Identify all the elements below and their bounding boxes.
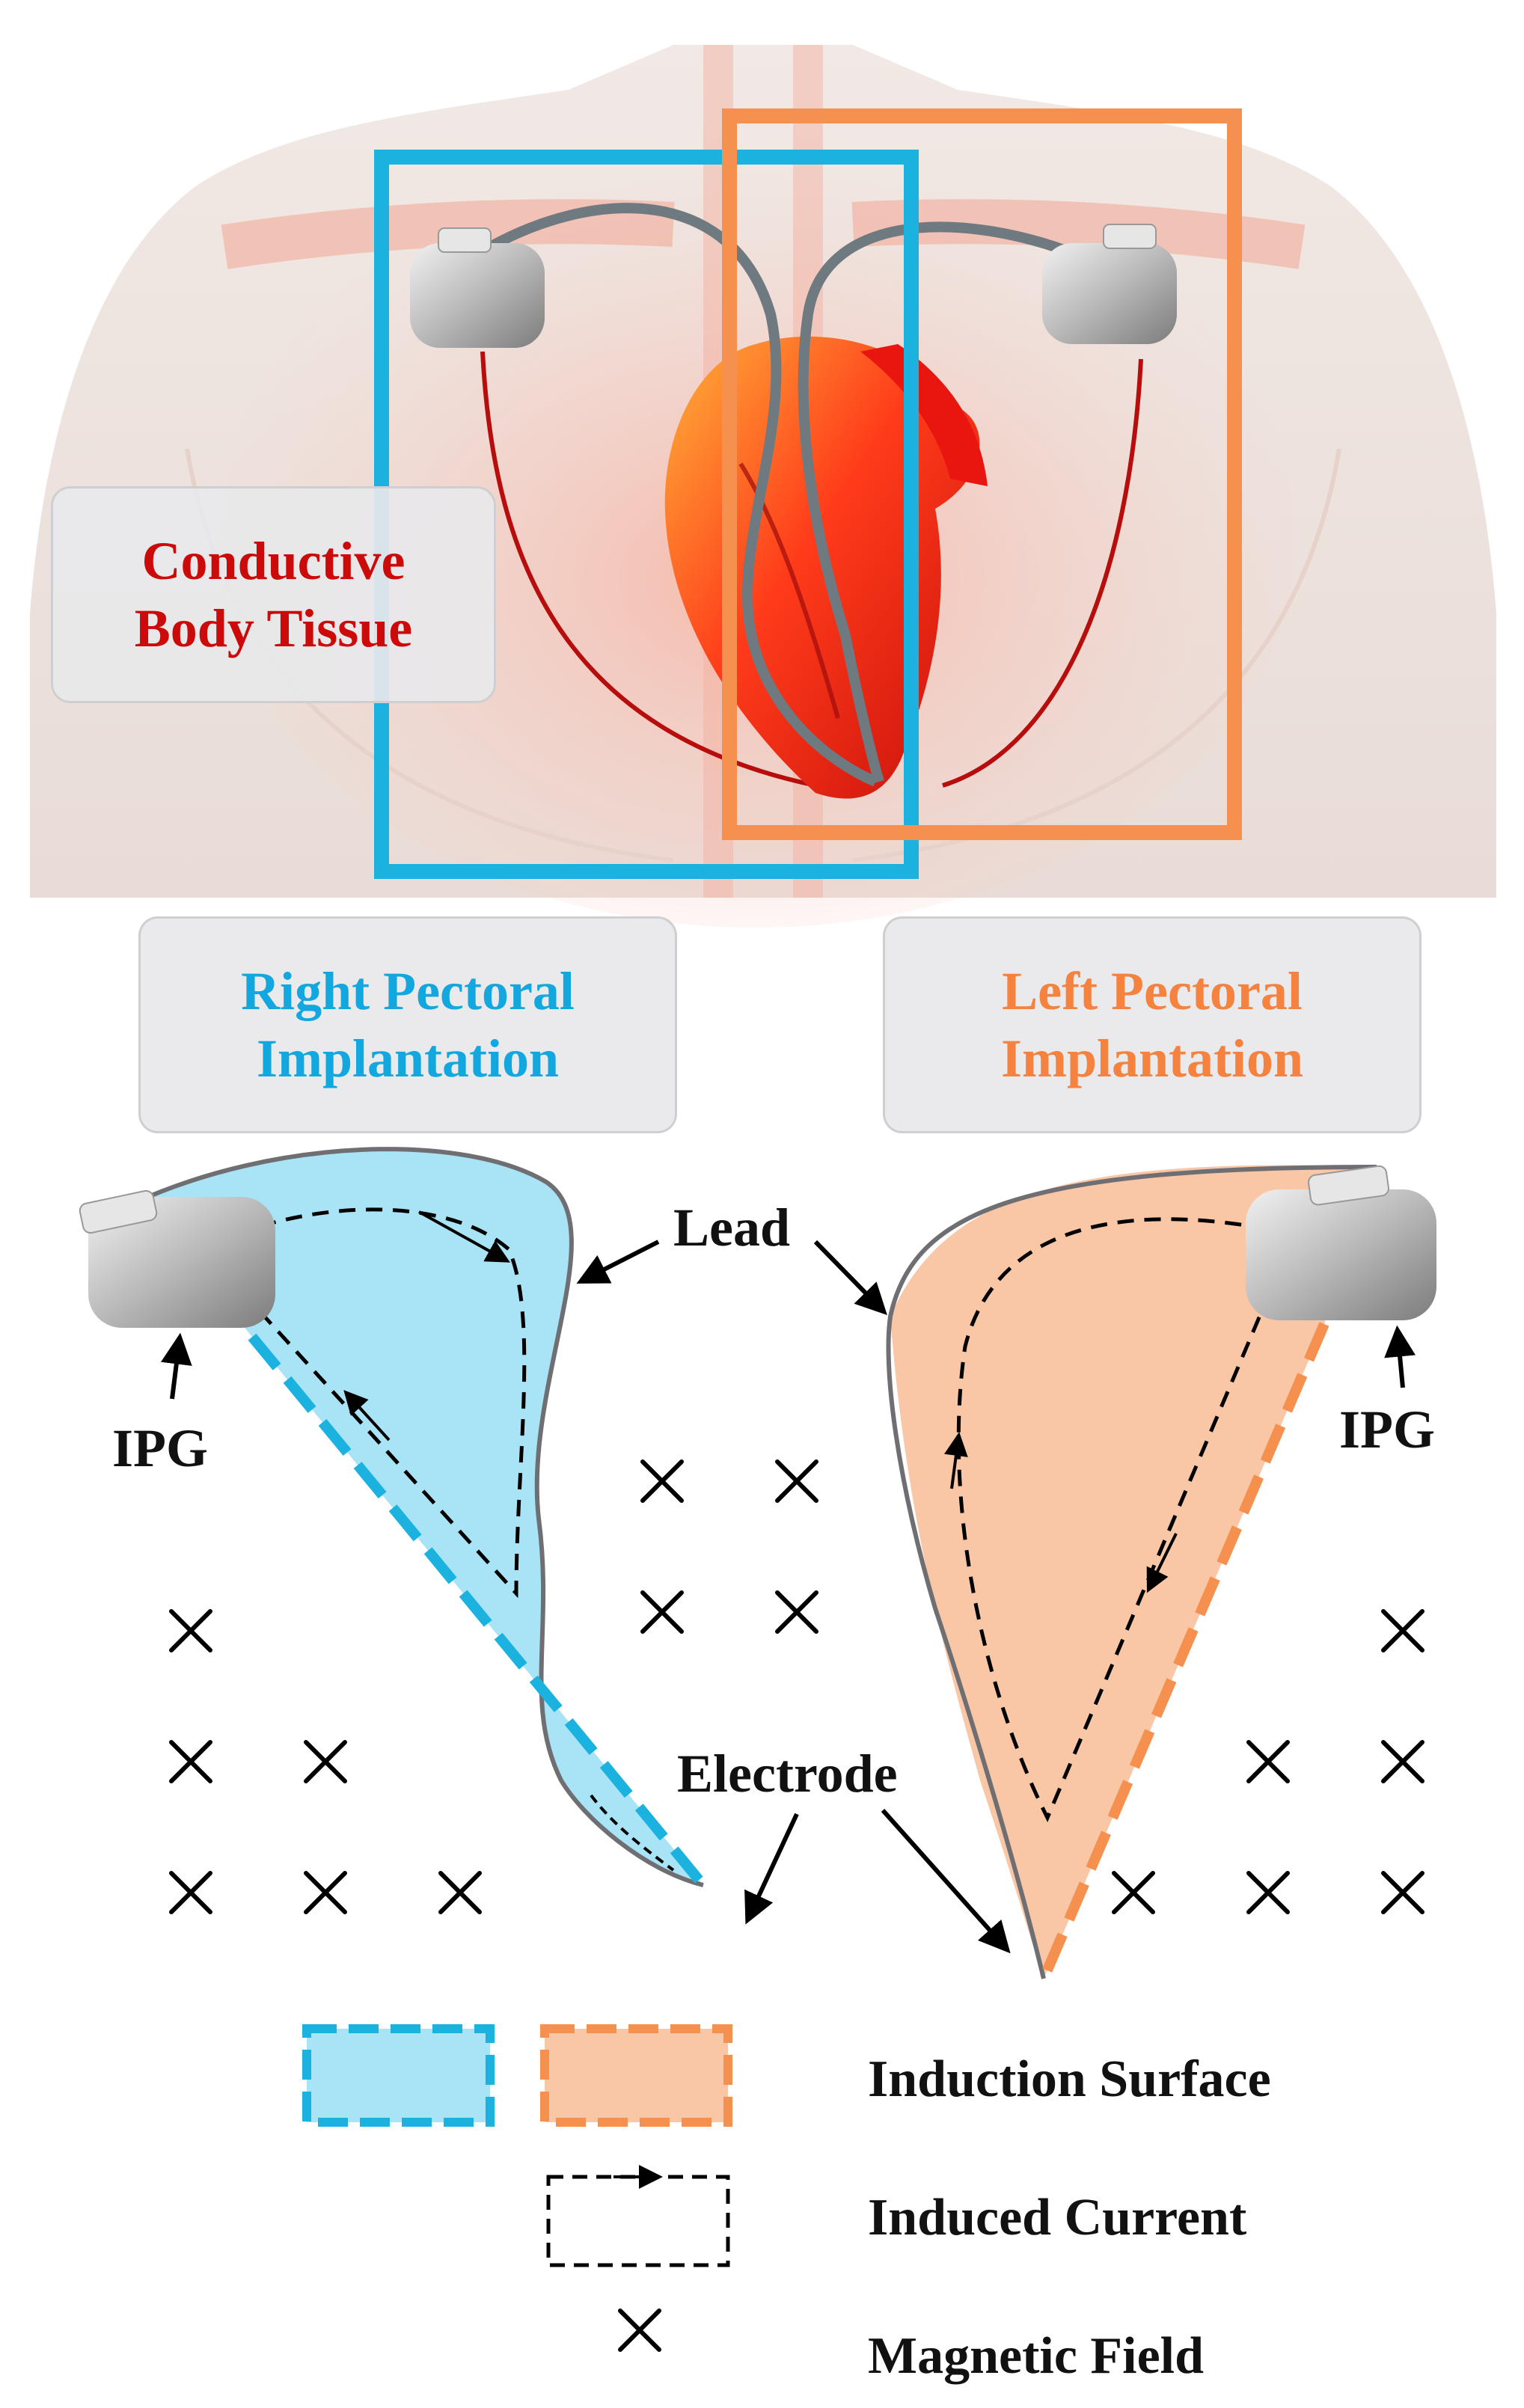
right-label-line1: Right Pectoral [241, 961, 575, 1021]
legend-swatch-left [540, 2024, 732, 2127]
x-mark-icon [169, 1609, 212, 1652]
lead-label: Lead [673, 1198, 791, 1257]
left-implant-region [722, 108, 1242, 840]
tissue-label-line1: Conductive [141, 531, 406, 591]
pointer-arrow-icon [576, 1240, 660, 1284]
ipg-device-icon [1042, 224, 1177, 344]
x-mark-icon [304, 1871, 347, 1914]
pointer-arrows [160, 1240, 1416, 1954]
left-induction-surface [886, 1165, 1436, 1981]
x-mark-icon [1246, 1871, 1290, 1914]
magnetic-field-crosses [169, 1459, 1424, 2352]
ipg-label-right: IPG [112, 1418, 209, 1478]
right-label-line2: Implantation [256, 1029, 560, 1088]
left-pectoral-label: Left Pectoral Implantation [883, 916, 1422, 1133]
x-mark-icon [640, 1459, 684, 1503]
legend-magnetic-field: Magnetic Field [868, 2327, 1205, 2385]
left-label-line2: Implantation [1000, 1029, 1304, 1088]
legend-induction-surface: Induction Surface [868, 2050, 1271, 2108]
x-mark-icon [169, 1740, 212, 1783]
electrode-label: Electrode [677, 1744, 898, 1804]
x-mark-icon [618, 2309, 661, 2352]
pointer-arrow-icon [813, 1240, 887, 1316]
x-mark-icon [1381, 1740, 1424, 1783]
tissue-label-line2: Body Tissue [134, 598, 413, 658]
x-mark-icon [1381, 1871, 1424, 1914]
x-mark-icon [438, 1871, 482, 1914]
x-mark-icon [169, 1871, 212, 1914]
legend-induced-current: Induced Current [868, 2189, 1247, 2246]
x-mark-icon [775, 1590, 818, 1634]
x-mark-icon [1246, 1740, 1290, 1783]
pointer-arrow-icon [881, 1809, 1011, 1954]
ipg-device-icon [79, 1189, 275, 1328]
x-mark-icon [1112, 1871, 1155, 1914]
ipg-device-icon [1246, 1165, 1436, 1320]
legend-swatch-right [302, 2024, 495, 2127]
pointer-arrow-icon [1384, 1325, 1416, 1388]
x-mark-icon [304, 1740, 347, 1783]
legend-swatches [302, 2024, 732, 2267]
pointer-arrow-icon [160, 1332, 192, 1400]
ipg-device-icon [410, 227, 545, 348]
right-induction-surface [79, 1147, 708, 1889]
x-mark-icon [775, 1459, 818, 1503]
tissue-label: Conductive Body Tissue [51, 486, 496, 703]
x-mark-icon [640, 1590, 684, 1634]
pointer-arrow-icon [744, 1813, 799, 1925]
right-pectoral-label: Right Pectoral Implantation [138, 916, 677, 1133]
x-mark-icon [1381, 1609, 1424, 1652]
legend-current-icon [546, 2175, 730, 2267]
ipg-label-left: IPG [1339, 1400, 1436, 1459]
left-label-line1: Left Pectoral [1002, 961, 1303, 1021]
